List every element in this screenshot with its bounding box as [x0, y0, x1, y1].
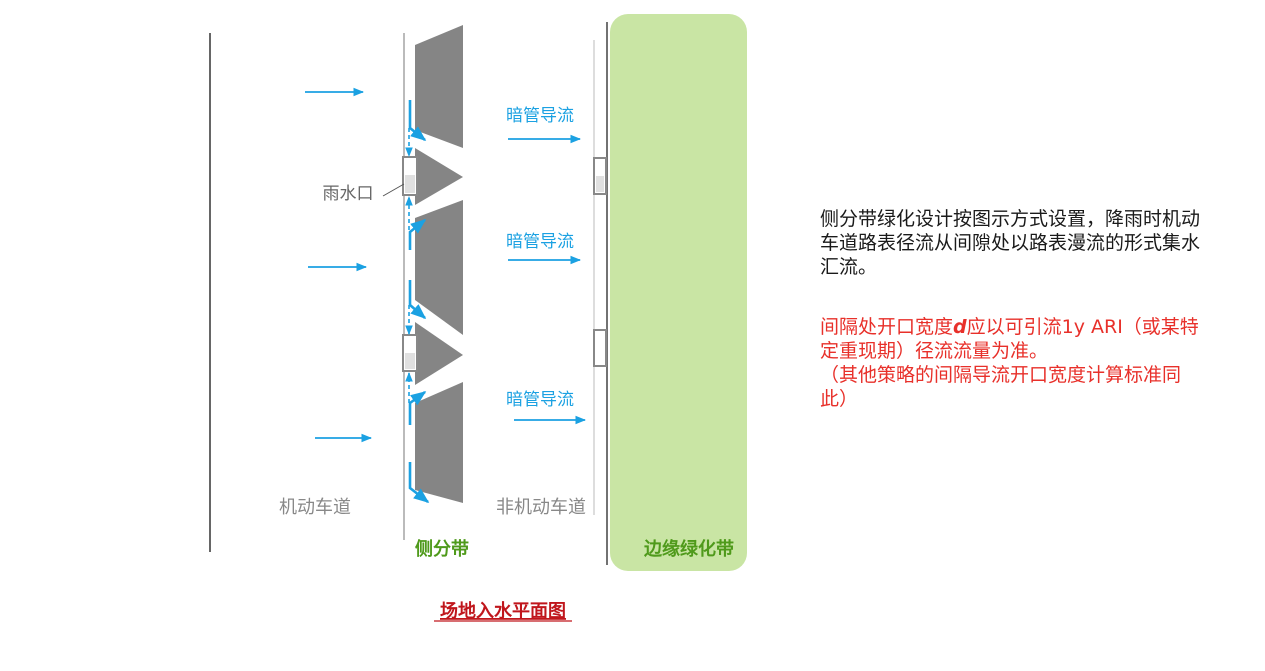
pipe-flow-label: 暗管导流	[506, 390, 574, 410]
runoff-flow-arrow	[408, 280, 427, 320]
non-motor-lane-label: 非机动车道	[496, 497, 586, 518]
figure-caption: 场地入水平面图	[440, 600, 566, 622]
runoff-flow-arrow	[408, 462, 430, 504]
description-note: 间隔处开口宽度d应以可引流1y ARI（或某特定重现期）径流流量为准。 （其他策…	[820, 315, 1200, 411]
note2-line: （其他策略的间隔导流开口宽度计算标准同此）	[820, 364, 1182, 410]
inlet-triangle	[415, 322, 463, 385]
edge-green-belt	[610, 14, 747, 571]
note-variable: d	[953, 316, 967, 338]
planter-block	[415, 200, 463, 335]
runoff-flow-arrow	[408, 100, 427, 142]
rain-inlet	[405, 175, 415, 193]
rain-inlet-leader	[382, 183, 405, 197]
pipe-outlet	[593, 329, 607, 367]
planter-block	[415, 25, 463, 148]
runoff-flow-arrow	[408, 218, 427, 250]
description-main: 侧分带绿化设计按图示方式设置，降雨时机动车道路表径流从间隙处以路表漫流的形式集水…	[820, 208, 1201, 278]
pipe-flow-label: 暗管导流	[506, 106, 574, 126]
side-divider-label: 侧分带	[415, 539, 469, 560]
note-line: 间隔处开口宽度d应以可引流1y ARI（或某特定重现期）径流流量为准。	[820, 315, 1200, 363]
rain-inlet-label: 雨水口	[323, 184, 374, 204]
edge-green-belt-label: 边缘绿化带	[643, 538, 734, 560]
note-prefix: 间隔处开口宽度	[820, 316, 954, 338]
rain-inlet	[405, 353, 415, 369]
pipe-outlet	[596, 176, 604, 192]
motor-lane-label: 机动车道	[279, 497, 351, 518]
note-suffix: 应以可引流1y ARI（或某特定重现期）径流流量为准。	[820, 316, 1199, 362]
inlet-triangle	[415, 148, 463, 205]
pipe-flow-label: 暗管导流	[506, 232, 574, 252]
planter-block	[415, 382, 463, 503]
runoff-flow-arrow	[408, 390, 427, 425]
